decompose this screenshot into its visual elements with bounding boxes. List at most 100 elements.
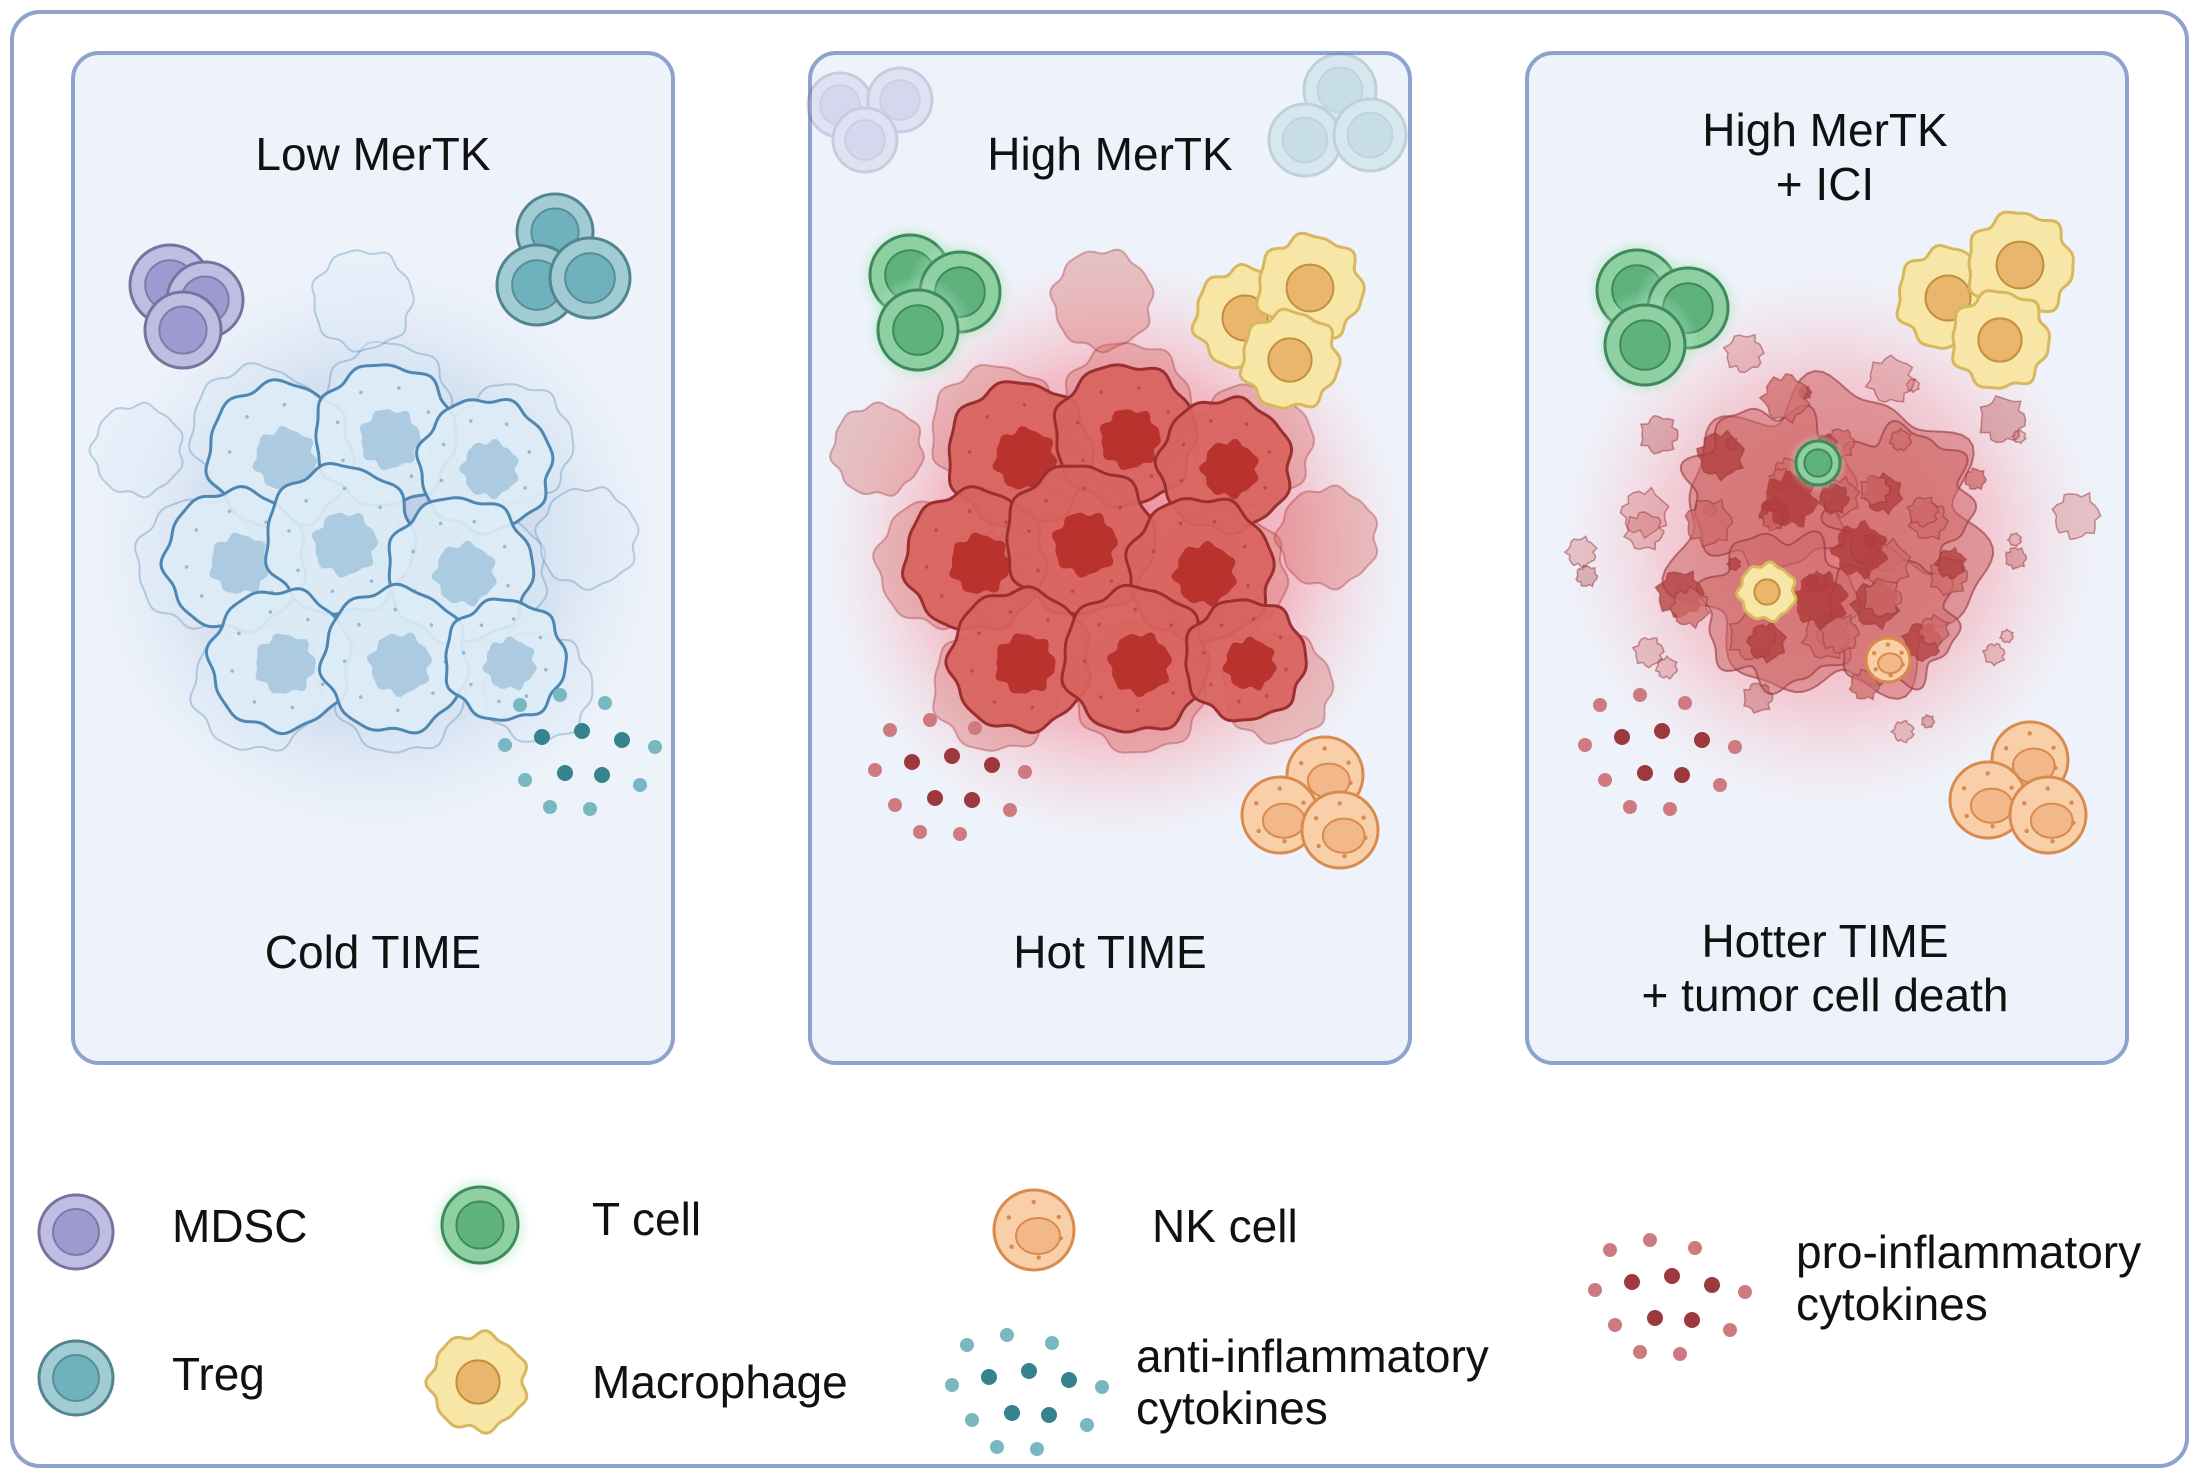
faded-mdsc-cell: [831, 106, 899, 174]
cytokine-dot: [1678, 696, 1692, 710]
mdsc-cell: [37, 1193, 115, 1271]
tumor-cell: [204, 587, 354, 736]
cytokine-dot: [964, 792, 980, 808]
cytokine-dot: [498, 738, 512, 752]
tumor-fragment: [1563, 535, 1598, 569]
cytokine-dot: [1030, 1442, 1044, 1456]
anti-inflammatory-cytokines: [945, 1328, 1109, 1456]
text-line: + ICI: [1776, 158, 1874, 210]
cytokine-dot: [1018, 765, 1032, 779]
cytokine-dot: [965, 1413, 979, 1427]
tumor-nucleus-fragment: [1829, 519, 1889, 580]
cytokine-dot: [1000, 1328, 1014, 1342]
treg-cell: [37, 1339, 115, 1417]
cytokine-dot: [981, 1369, 997, 1385]
legend-label: Treg: [172, 1348, 265, 1400]
faded-mdsc-cell: [866, 66, 934, 134]
tumor-fragment: [1981, 642, 2006, 667]
pro-inflammatory-cytokines: [868, 713, 1032, 841]
panel-title: High MerTK: [987, 128, 1233, 180]
cytokine-dot: [598, 696, 612, 710]
macrophage-icon: [424, 1329, 529, 1435]
tumor-fragment: [1888, 427, 1912, 452]
cytokine-dot: [1684, 1312, 1700, 1328]
tumor-fragment: [1622, 511, 1666, 551]
text-line: cytokines: [1136, 1382, 1328, 1434]
cytokine-dot: [883, 723, 897, 737]
cell-cluster-faded-treg: [1267, 52, 1408, 178]
legend-item-mdsc: MDSC: [37, 1193, 307, 1271]
panel-caption: Hot TIME: [1013, 926, 1206, 978]
macrophage: [1238, 307, 1342, 410]
tumor-fragment: [1864, 354, 1916, 404]
mdsc-cell-icon: [37, 1193, 115, 1271]
cytokine-dot: [1664, 1268, 1680, 1284]
cytokine-dot: [1654, 723, 1670, 739]
cytokine-dot: [1614, 729, 1630, 745]
tumor-cell: [1005, 464, 1157, 616]
infiltrating-macrophage: [1735, 560, 1798, 624]
tumor-cell: [944, 585, 1092, 735]
cytokine-dot: [518, 773, 532, 787]
text-line: cytokines: [1796, 1278, 1988, 1330]
legend-label: NK cell: [1152, 1200, 1298, 1252]
cytokine-dot: [1647, 1310, 1663, 1326]
cytokine-dot: [1688, 1241, 1702, 1255]
cytokine-dot: [913, 825, 927, 839]
tumor-fragment: [1722, 333, 1765, 374]
legend-item-macrophage: Macrophage: [424, 1329, 848, 1435]
legend-item-treg: Treg: [37, 1339, 265, 1417]
cytokine-dot: [1021, 1363, 1037, 1379]
cytokine-dot: [1004, 1405, 1020, 1421]
mdsc-cell: [143, 290, 223, 370]
cytokine-dot: [888, 798, 902, 812]
cytokine-dot: [1673, 1347, 1687, 1361]
tumor-fragment: [1933, 546, 1968, 581]
nk-cell: [992, 1188, 1076, 1272]
text-line: + tumor cell death: [1642, 969, 2009, 1021]
treg-cell-icon: [37, 1339, 115, 1417]
tumor-fragment: [1575, 564, 1599, 588]
text-line: High MerTK: [987, 128, 1233, 180]
cytokine-dot: [1674, 767, 1690, 783]
legend-label: Macrophage: [592, 1356, 848, 1408]
text-line: NK cell: [1152, 1200, 1298, 1252]
cell-cluster-faded-mdsc: [806, 66, 934, 174]
tumor-mass-dying: [1563, 333, 2102, 744]
pro-inflammatory-cytokines-icon: [1588, 1233, 1752, 1361]
tumor-fragment: [1863, 577, 1903, 618]
cell-cluster-mdsc: [128, 243, 245, 370]
nk-cell: [1300, 790, 1380, 870]
cytokine-dot: [1633, 1345, 1647, 1359]
cytokine-dot: [574, 723, 590, 739]
tumor-fragment: [2051, 491, 2102, 541]
cytokine-dot: [868, 763, 882, 777]
anti-inflammatory-cytokines-icon: [945, 1328, 1109, 1456]
macrophage: [1951, 289, 2052, 390]
cytokine-dot: [1003, 803, 1017, 817]
tumor-fragment: [1695, 429, 1746, 483]
tumor-fragment: [1639, 414, 1679, 455]
t-cell: [428, 1173, 532, 1277]
cytokine-dot: [534, 729, 550, 745]
cell-cluster-treg: [495, 192, 632, 327]
tumor-fragment: [2006, 532, 2023, 548]
tumor-cell: [317, 582, 471, 735]
tumor-fragment: [1668, 585, 1711, 630]
cytokine-dot: [990, 1440, 1004, 1454]
cytokine-dot: [945, 1378, 959, 1392]
cytokine-dot: [1095, 1380, 1109, 1394]
tumor-fragment: [1889, 719, 1915, 744]
cytokine-dot: [1704, 1277, 1720, 1293]
cytokine-dot: [1723, 1323, 1737, 1337]
tumor-fragment: [1905, 496, 1940, 528]
cytokine-dot: [944, 748, 960, 764]
tumor-fragment: [2005, 546, 2028, 570]
legend-label: MDSC: [172, 1200, 307, 1252]
tumor-cell: [1060, 583, 1211, 734]
faded-treg-cell: [1332, 97, 1408, 173]
tumor-fragment: [1918, 613, 1951, 648]
